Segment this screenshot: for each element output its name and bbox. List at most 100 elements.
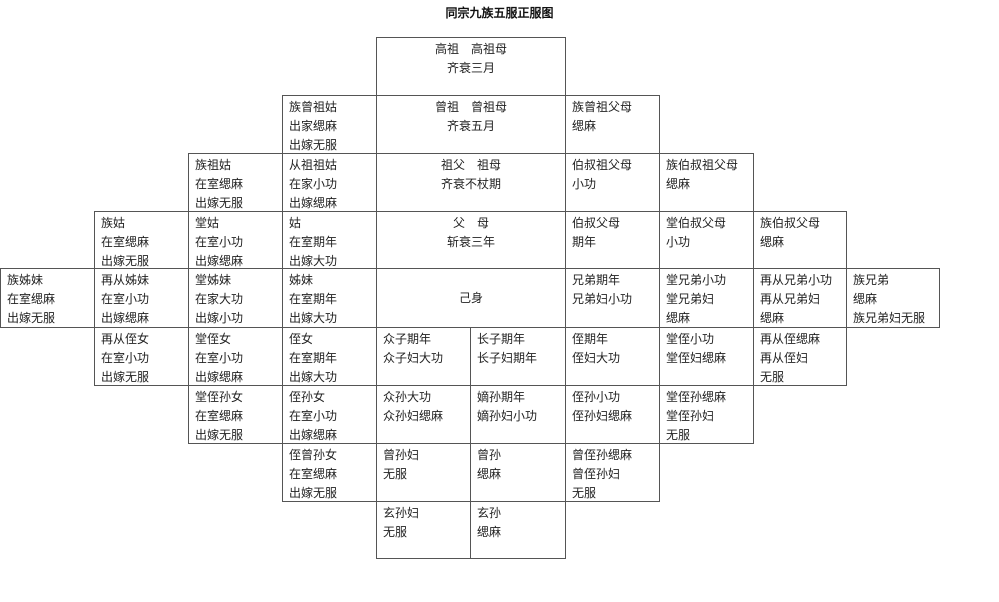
kin-cell-line: 无服 [760,370,785,384]
kin-cell-zhi-zengsunnv: 侄曾孙女在室缌麻出嫁无服 [282,443,377,502]
kin-cell-line: 兄弟妇小功 [572,292,633,306]
kin-cell-zhangzi: 长子期年长子妇期年 [470,327,566,386]
kin-cell-line: 期年 [572,235,597,249]
kin-cell-zu-zengzugu: 族曾祖姑出家缌麻出嫁无服 [282,95,377,154]
kin-cell-line: 齐衰三月 [446,61,495,75]
kin-cell-line: 无服 [572,486,597,500]
kin-cell-line: 嫡孙期年 [477,390,526,404]
kin-cell-tang-zhi: 堂侄小功堂侄妇缌麻 [659,327,754,386]
kin-cell-zufu: 祖父 祖母齐衰不杖期 [376,153,566,212]
kin-cell-line: 众子妇大功 [383,351,444,365]
kin-cell-line: 姑 [289,216,302,230]
kin-cell-line: 出嫁无服 [289,486,338,500]
kin-cell-xuansun: 玄孙缌麻 [470,501,566,559]
kin-cell-gu: 姑在室期年出嫁大功 [282,211,377,269]
kin-cell-line: 缌麻 [853,292,878,306]
kin-cell-line: 出嫁缌麻 [289,428,338,442]
kin-cell-line: 父 母 [452,216,489,230]
kin-cell-line: 伯叔祖父母 [572,158,633,172]
kin-cell-line: 出嫁大功 [289,370,338,384]
kin-cell-line: 出嫁无服 [289,138,338,152]
kin-cell-line: 出嫁小功 [195,311,244,325]
kin-cell-line: 堂侄小功 [666,332,715,346]
kin-cell-line: 在室缌麻 [289,467,338,481]
kin-cell-line: 在室小功 [101,292,150,306]
kin-cell-line: 族兄弟妇无服 [853,311,926,325]
kin-cell-line: 族兄弟 [853,273,890,287]
kin-cell-line: 缌麻 [666,177,691,191]
kin-cell-line: 缌麻 [477,525,502,539]
kin-cell-line: 侄女 [289,332,314,346]
kin-cell-line: 祖父 祖母 [440,158,501,172]
kin-cell-line: 堂侄孙妇 [666,409,715,423]
kin-cell-line: 无服 [383,525,408,539]
kin-cell-boshu-zufumu: 伯叔祖父母小功 [565,153,660,212]
kin-cell-zu-boshu-fumu: 族伯叔父母缌麻 [753,211,847,269]
kin-cell-line: 在室期年 [289,292,338,306]
kin-cell-line: 出嫁大功 [289,254,338,268]
kin-cell-line: 己身 [458,290,483,305]
kin-cell-line: 侄孙妇缌麻 [572,409,633,423]
kin-cell-line: 在室小功 [289,409,338,423]
chart-title: 同宗九族五服正服图 [445,6,554,20]
kin-cell-line: 出嫁无服 [195,196,244,210]
kin-cell-line: 曾孙 [477,448,502,462]
kin-cell-line: 族伯叔父母 [760,216,821,230]
kin-cell-line: 众孙妇缌麻 [383,409,444,423]
kin-cell-line: 在室期年 [289,235,338,249]
kin-cell-line: 堂兄弟小功 [666,273,727,287]
kin-cell-tang-zhinv: 堂侄女在室小功出嫁缌麻 [188,327,283,386]
kin-cell-tang-zimei: 堂姊妹在家大功出嫁小功 [188,268,283,328]
kin-cell-line: 堂侄妇缌麻 [666,351,727,365]
kin-cell-zaicong-zhinv: 再从侄女在室小功出嫁无服 [94,327,189,386]
kin-cell-line: 侄孙小功 [572,390,621,404]
kin-cell-line: 堂侄孙女 [195,390,244,404]
kin-cell-line: 侄期年 [572,332,609,346]
kin-cell-line: 缌麻 [666,311,691,325]
kin-cell-line: 堂姑 [195,216,220,230]
kin-cell-jishen: 己身 [376,268,566,328]
kin-cell-line: 在室小功 [195,235,244,249]
kin-cell-line: 曾侄孙妇 [572,467,621,481]
kin-cell-line: 缌麻 [477,467,502,481]
kin-cell-line: 堂侄女 [195,332,232,346]
kin-cell-line: 再从侄缌麻 [760,332,821,346]
kin-cell-line: 众子期年 [383,332,432,346]
kin-cell-tang-boshu-fumu: 堂伯叔父母小功 [659,211,754,269]
kin-cell-line: 出家缌麻 [289,119,338,133]
kin-cell-zu-zugu: 族祖姑在室缌麻出嫁无服 [188,153,283,212]
kin-cell-zeng-zhisun: 曾侄孙缌麻曾侄孙妇无服 [565,443,660,502]
kin-cell-line: 缌麻 [760,235,785,249]
kin-cell-line: 在家小功 [289,177,338,191]
kin-cell-line: 再从姊妹 [101,273,150,287]
kin-cell-zengsunfu: 曾孙妇无服 [376,443,471,502]
kin-cell-line: 再从兄弟小功 [760,273,833,287]
kin-cell-line: 齐衰五月 [446,119,495,133]
kin-cell-line: 小功 [572,177,597,191]
kin-cell-disun: 嫡孙期年嫡孙妇小功 [470,385,566,444]
kin-cell-line: 长子妇期年 [477,351,538,365]
kin-cell-tang-gu: 堂姑在室小功出嫁缌麻 [188,211,283,269]
kin-cell-zhongzi: 众子期年众子妇大功 [376,327,471,386]
kin-cell-zhi: 侄期年侄妇大功 [565,327,660,386]
kin-cell-zimei: 姊妹在室期年出嫁大功 [282,268,377,328]
kin-cell-line: 出嫁缌麻 [195,370,244,384]
kin-cell-xiongdi: 兄弟期年兄弟妇小功 [565,268,660,328]
kin-cell-zu-boshu-zufumu: 族伯叔祖父母缌麻 [659,153,754,212]
kin-cell-line: 出嫁无服 [7,311,56,325]
kin-cell-zengsun: 曾孙缌麻 [470,443,566,502]
kin-cell-line: 在室缌麻 [101,235,150,249]
kin-cell-zaicong-zhi: 再从侄缌麻再从侄妇无服 [753,327,847,386]
kin-cell-line: 在室缌麻 [195,409,244,423]
kin-cell-line: 曾孙妇 [383,448,420,462]
kin-cell-tang-xiongdi: 堂兄弟小功堂兄弟妇缌麻 [659,268,754,328]
kin-cell-line: 曾侄孙缌麻 [572,448,633,462]
kin-cell-line: 长子期年 [477,332,526,346]
kin-cell-zu-zengzufumu: 族曾祖父母缌麻 [565,95,660,154]
kin-cell-zengzu: 曾祖 曾祖母齐衰五月 [376,95,566,154]
kin-cell-line: 玄孙 [477,506,502,520]
kin-cell-zu-gu: 族姑在室缌麻出嫁无服 [94,211,189,269]
kin-cell-zhinv: 侄女在室期年出嫁大功 [282,327,377,386]
kin-cell-zaicong-xiongdi: 再从兄弟小功再从兄弟妇缌麻 [753,268,847,328]
kin-cell-line: 出嫁无服 [101,254,150,268]
